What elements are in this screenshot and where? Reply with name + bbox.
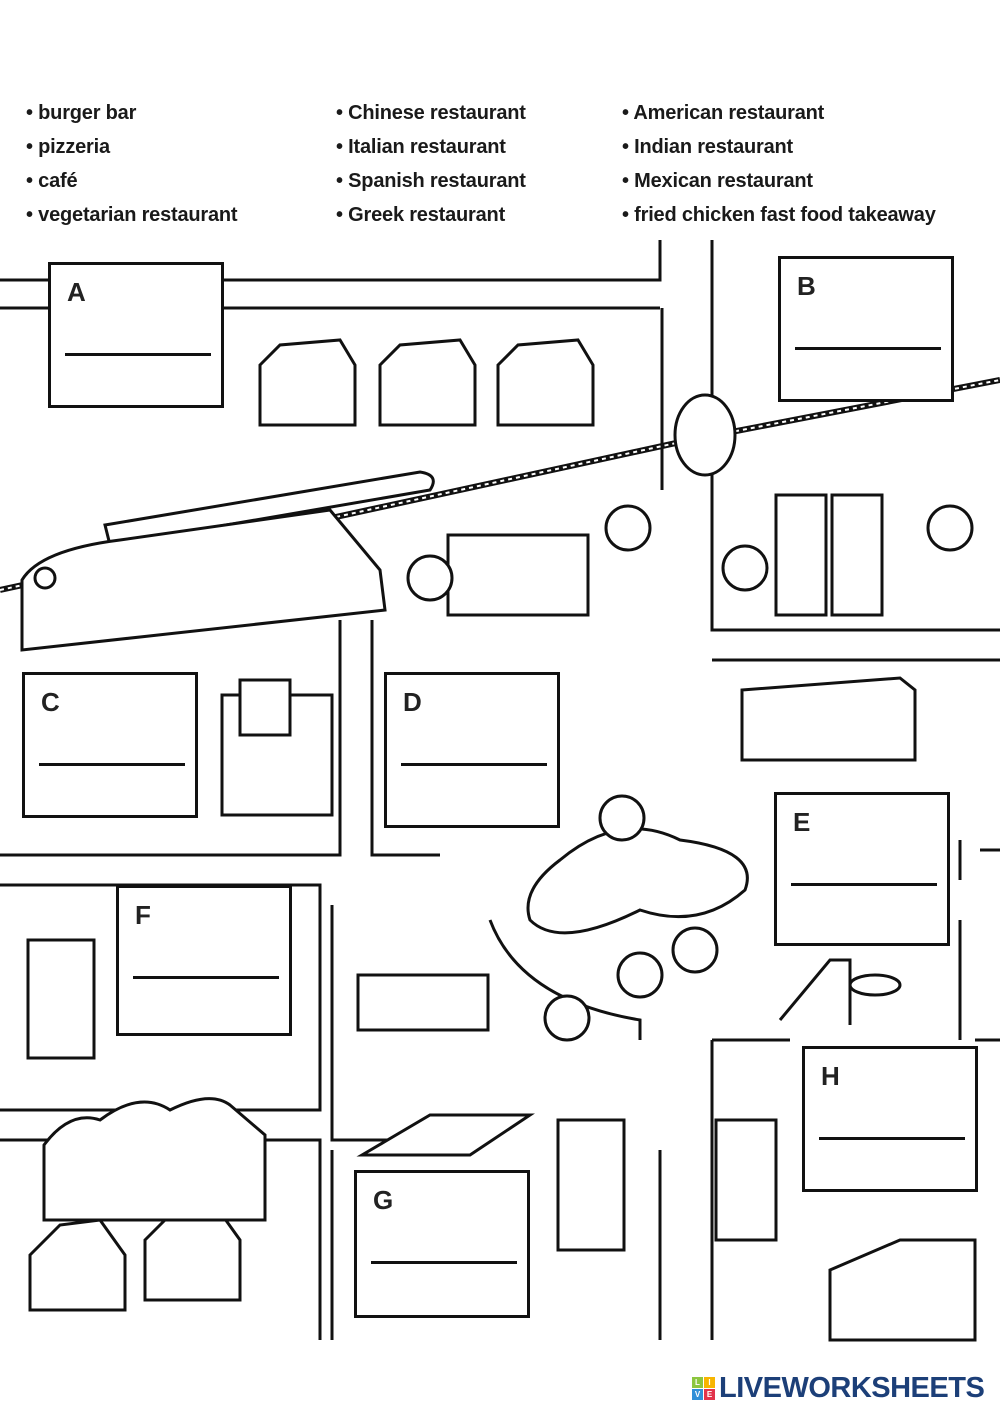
box-letter: B [797,271,816,301]
answer-input-c[interactable] [39,733,185,766]
answer-box-g: G [354,1170,530,1318]
answer-input-h[interactable] [819,1107,965,1140]
town-map-illustration [0,240,1000,1342]
box-letter: F [135,900,151,930]
word-item: • American restaurant [622,102,825,124]
box-letter: E [793,807,811,837]
answer-box-h: H [802,1046,978,1192]
train-station [20,508,387,652]
answer-box-a: A [48,262,224,408]
roundabout-toy [848,973,902,997]
word-item: • burger bar [26,102,137,124]
answer-input-b[interactable] [795,317,941,350]
liveworksheets-logo: L I V E LIVEWORKSHEETS [692,1372,985,1405]
box-letter: G [373,1185,394,1215]
train [103,470,435,547]
answer-input-g[interactable] [371,1231,517,1264]
word-bank-column-2: • Chinese restaurant • Italian restauran… [336,98,526,234]
word-bank-column-1: • burger bar • pizzeria • café • vegetar… [26,98,238,234]
answer-box-f: F [116,885,292,1036]
word-item: • pizzeria [26,136,110,158]
houses [28,338,595,1312]
answer-input-f[interactable] [133,946,279,979]
logo-cubes: L I V E [692,1377,715,1400]
word-item: • Mexican restaurant [622,170,813,192]
word-item: • vegetarian restaurant [26,204,238,226]
tunnel [673,393,737,477]
answer-box-b: B [778,256,954,402]
logo-cube: E [704,1389,715,1400]
word-item: • Spanish restaurant [336,170,526,192]
pond [526,827,749,935]
logo-wordmark: LIVEWORKSHEETS [719,1372,985,1404]
logo-cube: I [704,1377,715,1388]
logo-cube: V [692,1389,703,1400]
box-letter: D [403,687,422,717]
box-letter: A [67,277,86,307]
box-letter: C [41,687,60,717]
box-letter: H [821,1061,840,1091]
answer-box-d: D [384,672,560,828]
answer-input-a[interactable] [65,323,211,356]
word-item: • fried chicken fast food takeaway [622,204,936,226]
clock-icon [33,566,57,590]
answer-box-e: E [774,792,950,946]
word-bank-column-3: • American restaurant • Indian restauran… [622,98,936,234]
answer-box-c: C [22,672,198,818]
word-item: • Indian restaurant [622,136,794,158]
logo-cube: L [692,1377,703,1388]
word-item: • Chinese restaurant [336,102,526,124]
word-item: • Italian restaurant [336,136,506,158]
answer-input-d[interactable] [401,733,547,766]
word-item: • café [26,170,78,192]
buildings [26,493,977,1342]
word-item: • Greek restaurant [336,204,506,226]
playground-slide [778,958,852,1025]
roads [0,240,1000,1340]
answer-input-e[interactable] [791,853,937,886]
trees [406,504,974,1042]
sandpit [356,1113,535,1157]
